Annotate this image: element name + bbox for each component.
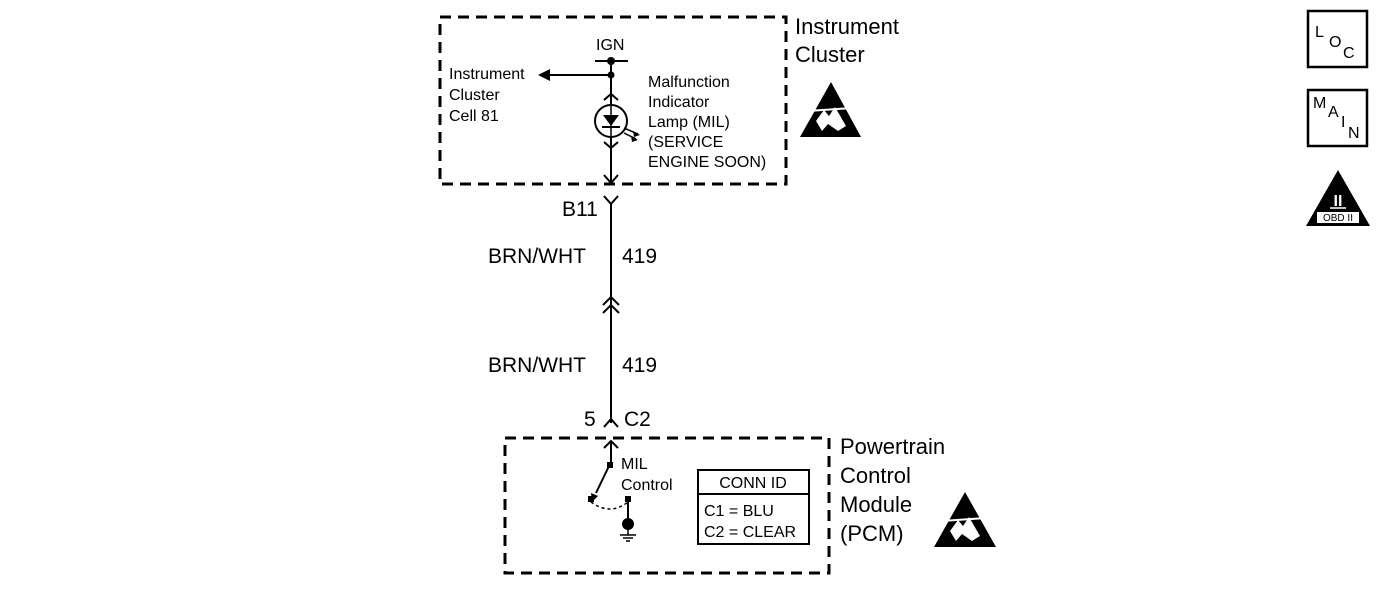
pcm-title-line2: Control [840, 463, 911, 488]
mil-control-switch [588, 439, 636, 542]
esd-warning-icon [934, 492, 996, 547]
c2-connector-icon [603, 417, 619, 428]
lamp-label-line4: (SERVICE [648, 134, 723, 151]
obd-ii-button[interactable]: II OBD II [1306, 170, 1370, 226]
c2-label: C2 [624, 408, 651, 431]
main-button[interactable]: M A I N [1306, 88, 1369, 148]
wire2-color: BRN/WHT [488, 354, 586, 377]
wire1-circuit: 419 [622, 245, 657, 268]
conn-id-c1: C1 = BLU [704, 503, 774, 520]
instrument-cluster-title-line1: Instrument [795, 14, 899, 39]
obd-numeral: II [1334, 193, 1343, 210]
switch-label-line2: Control [621, 477, 673, 494]
lamp-label-line2: Indicator [648, 94, 710, 111]
b11-label: B11 [562, 198, 598, 221]
obd-label: OBD II [1323, 213, 1353, 224]
conn-id-table: CONN ID C1 = BLU C2 = CLEAR [697, 469, 810, 545]
cell-ref-line2: Cluster [449, 87, 500, 104]
pcm-title-line3: Module [840, 492, 912, 517]
wire2-circuit: 419 [622, 354, 657, 377]
chevron-down-icon [603, 174, 619, 185]
lamp-label-line5: ENGINE SOON) [648, 154, 766, 171]
loc-letter-o: O [1329, 34, 1341, 51]
c2-pin-label: 5 [584, 408, 596, 431]
pcm-title-line1: Powertrain [840, 434, 945, 459]
pcm-title-line4: (PCM) [840, 521, 904, 546]
pcm-box [503, 436, 831, 575]
arrow-left-icon [538, 69, 550, 81]
wire1-color: BRN/WHT [488, 245, 586, 268]
main-letter-a: A [1328, 104, 1339, 121]
cell-ref-line3: Cell 81 [449, 108, 499, 125]
loc-button[interactable]: L O C [1306, 9, 1369, 69]
ign-label: IGN [596, 37, 624, 54]
conn-id-title: CONN ID [719, 475, 787, 492]
loc-letter-c: C [1343, 45, 1355, 62]
loc-letter-l: L [1315, 24, 1324, 41]
main-letter-m: M [1313, 95, 1326, 112]
instrument-cluster-box [438, 15, 788, 186]
inline-connector-icon [602, 295, 620, 314]
b11-connector-icon [603, 195, 619, 206]
lamp-label-line1: Malfunction [648, 74, 730, 91]
instrument-cluster-title-line2: Cluster [795, 42, 865, 67]
esd-warning-icon [800, 82, 861, 137]
lamp-label-line3: Lamp (MIL) [648, 114, 730, 131]
led-lamp-icon [594, 104, 640, 142]
switch-label-line1: MIL [621, 456, 648, 473]
conn-id-c2: C2 = CLEAR [704, 524, 796, 541]
main-letter-n: N [1348, 125, 1360, 142]
cell-ref-line1: Instrument [449, 66, 525, 83]
main-letter-i: I [1341, 114, 1345, 131]
